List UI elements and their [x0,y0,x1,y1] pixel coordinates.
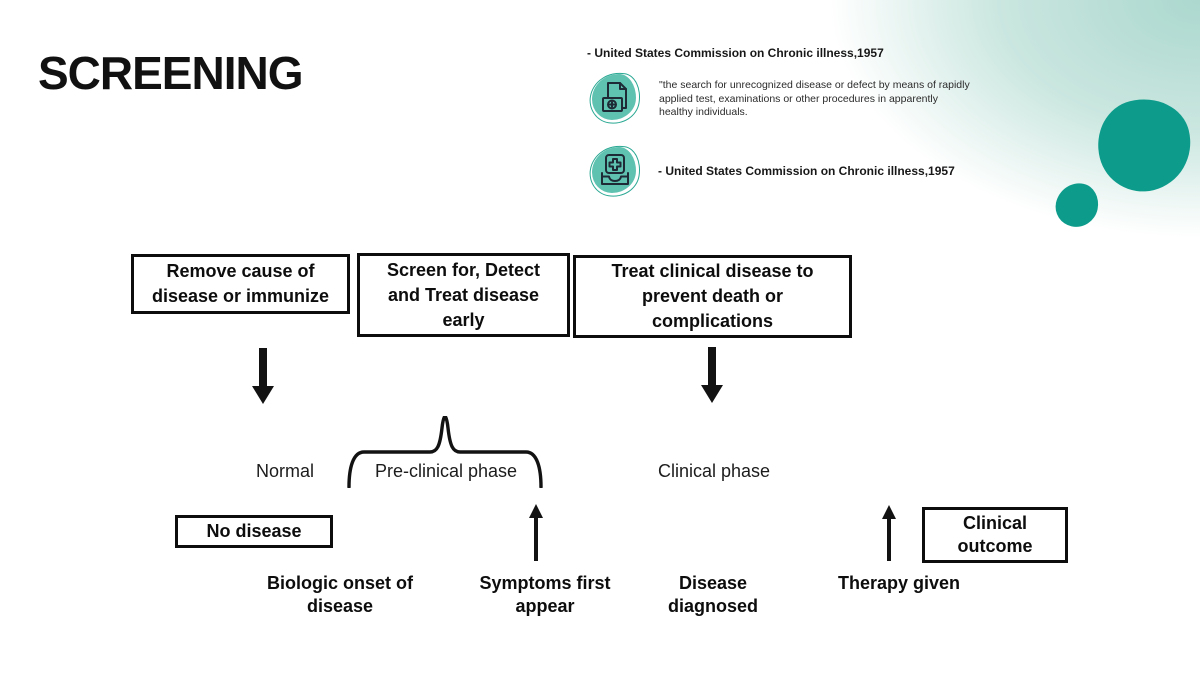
up-arrow-icon [529,504,543,561]
box-no-disease: No disease [175,515,333,548]
phase-label-normal: Normal [255,461,315,481]
box-label: Remove cause of disease or immunize [151,261,330,306]
box-label: Screen for, Detect and Treat disease ear… [386,259,541,330]
box-treat-clinical-disease: Treat clinical disease to prevent death … [573,255,852,338]
citation-top: - United States Commission on Chronic il… [587,46,884,60]
first-aid-inbox-icon [586,141,644,201]
medical-file-icon [586,68,644,128]
box-remove-cause: Remove cause of disease or immunize [131,254,350,314]
event-disease-diagnosed: Disease diagnosed [667,573,758,616]
page-title: SCREENING [38,47,303,99]
event-symptoms-appear: Symptoms first appear [479,573,611,616]
up-arrow-icon [882,505,896,561]
box-label: Clinical outcome [957,513,1033,556]
box-label: No disease [206,521,302,541]
citation-bottom: - United States Commission on Chronic il… [658,164,955,178]
event-therapy-given: Therapy given [837,573,961,593]
box-clinical-outcome: Clinical outcome [922,507,1068,563]
down-arrow-icon [701,347,723,403]
box-screen-detect-treat: Screen for, Detect and Treat disease ear… [357,253,570,337]
phase-label-clinical: Clinical phase [657,461,771,481]
screening-definition-quote: "the search for unrecognized disease or … [659,79,970,118]
phase-label-preclinical: Pre-clinical phase [374,461,518,481]
event-biologic-onset: Biologic onset of disease [267,573,413,616]
down-arrow-icon [252,348,274,404]
box-label: Treat clinical disease to prevent death … [611,261,814,331]
preclinical-brace [347,416,543,488]
